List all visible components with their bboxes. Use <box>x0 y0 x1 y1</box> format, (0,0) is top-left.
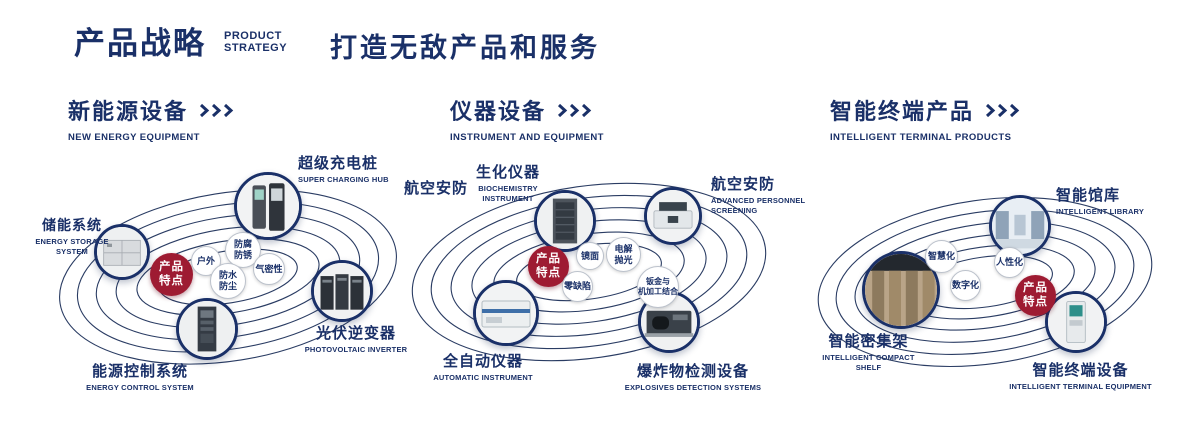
feature-bubble: 数字化 <box>950 270 981 301</box>
product-image-intelligent-library <box>989 195 1051 257</box>
product-image-energy-storage <box>94 224 150 280</box>
page-subtitle: PRODUCT STRATEGY <box>224 30 287 54</box>
energy-control-icon <box>179 301 235 357</box>
section-subtitle-new-energy: NEW ENERGY EQUIPMENT <box>68 132 200 143</box>
charging-hub-icon <box>237 175 299 237</box>
photovoltaic-inverter-icon <box>314 263 370 319</box>
section-header-instrument: 仪器设备 INSTRUMENT AND EQUIPMENT <box>450 94 604 143</box>
page-subtitle-line1: PRODUCT <box>224 30 282 42</box>
item-label-automatic-instrument: 全自动仪器 AUTOMATIC INSTRUMENT <box>433 353 533 382</box>
product-image-compact-shelf <box>862 251 940 329</box>
product-image-super-charging-hub <box>234 172 302 240</box>
tagline: 打造无敌产品和服务 <box>330 33 600 63</box>
item-label-intelligent-library: 智能馆库 INTELLIGENT LIBRARY <box>1056 187 1145 216</box>
triple-arrow-icon <box>558 103 592 117</box>
item-label-intelligent-terminal: 智能终端设备 INTELLIGENT TERMINAL EQUIPMENT <box>1009 362 1152 391</box>
section-header-new-energy: 新能源设备 NEW ENERGY EQUIPMENT <box>68 94 236 143</box>
feature-bubble: 人性化 <box>994 247 1025 278</box>
section-title-instrument: 仪器设备 <box>450 99 547 124</box>
section-title-terminal: 智能终端产品 <box>830 99 975 124</box>
feature-bubble: 智慧化 <box>925 240 958 273</box>
intelligent-terminal-icon <box>1048 294 1104 350</box>
triple-arrow-icon <box>986 103 1020 117</box>
intelligent-library-icon <box>992 198 1048 254</box>
item-label-energy-storage: 储能系统 ENERGY STORAGE SYSTEM <box>35 217 109 256</box>
product-features-badge: 产品 特点 <box>1015 275 1056 316</box>
automatic-instrument-icon <box>476 283 536 343</box>
section-subtitle-instrument: INSTRUMENT AND EQUIPMENT <box>450 132 604 143</box>
item-label-energy-control: 能源控制系统 ENERGY CONTROL SYSTEM <box>86 363 194 392</box>
product-image-photovoltaic-inverter <box>311 260 373 322</box>
feature-bubble: 气密性 <box>253 253 285 285</box>
product-features-badge: 产品 特点 <box>150 253 193 296</box>
product-image-energy-control <box>176 298 238 360</box>
section-header-terminal: 智能终端产品 INTELLIGENT TERMINAL PRODUCTS <box>830 94 1022 143</box>
product-image-personnel-screening <box>644 187 702 245</box>
item-label-compact-shelf: 智能密集架 INTELLIGENT COMPACT SHELF <box>822 333 915 372</box>
product-image-biochemistry-instrument <box>534 190 596 252</box>
feature-bubble: 防腐 防锈 <box>225 232 261 268</box>
product-image-intelligent-terminal <box>1045 291 1107 353</box>
page-title: 产品战略 <box>74 26 206 61</box>
item-label-biochemistry-instrument: 生化仪器 BIOCHEMISTRY INSTRUMENT <box>475 164 540 203</box>
compact-shelf-icon <box>865 254 937 326</box>
item-label-photovoltaic-inverter: 光伏逆变器 PHOTOVOLTAIC INVERTER <box>304 325 408 354</box>
item-label-super-charging-hub: 超级充电桩 SUPER CHARGING HUB <box>298 155 389 184</box>
triple-arrow-icon <box>200 103 234 117</box>
page-subtitle-line2: STRATEGY <box>224 42 288 55</box>
personnel-screening-icon <box>647 190 699 242</box>
side-label-aviation-security: 航空安防 <box>404 180 469 197</box>
energy-storage-icon <box>97 227 147 277</box>
feature-bubble: 电解 抛光 <box>606 237 641 272</box>
feature-bubble: 防水 防尘 <box>210 263 246 299</box>
item-label-personnel-screening: 航空安防 ADVANCED PERSONNEL SCREENING <box>711 176 806 215</box>
feature-bubble: 零缺陷 <box>562 271 593 302</box>
biochemistry-instrument-icon <box>537 193 593 249</box>
section-subtitle-terminal: INTELLIGENT TERMINAL PRODUCTS <box>830 132 1012 143</box>
item-label-explosives-detection: 爆炸物检测设备 EXPLOSIVES DETECTION SYSTEMS <box>624 363 762 392</box>
section-title-new-energy: 新能源设备 <box>68 99 189 124</box>
feature-bubble: 钣金与 机加工结合 <box>637 266 679 308</box>
feature-bubble: 镜面 <box>576 242 604 270</box>
product-image-automatic-instrument <box>473 280 539 346</box>
